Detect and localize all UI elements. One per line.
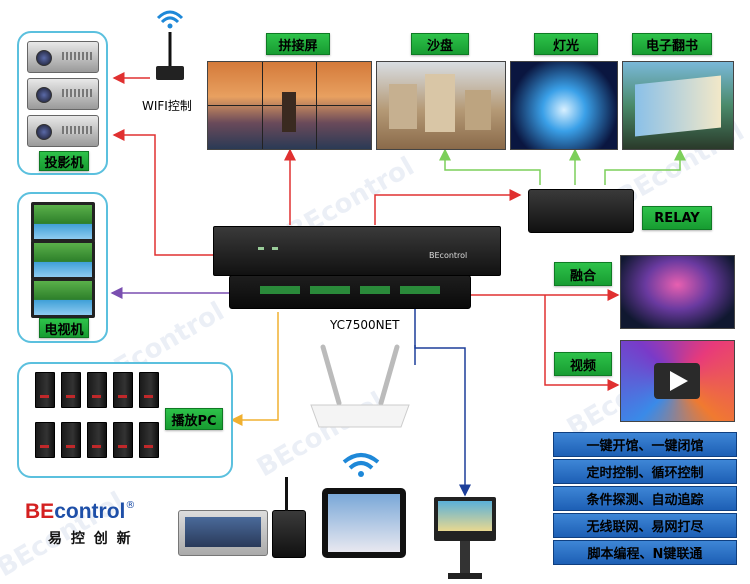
relay-device — [528, 189, 634, 233]
pc-panel: 播放PC — [17, 362, 233, 478]
device-to-relay-arrow — [374, 189, 522, 225]
tv-icon — [31, 278, 95, 318]
pc-tower-icon — [113, 372, 133, 408]
pc-tower-icon — [35, 372, 55, 408]
tv-label: 电视机 — [39, 318, 89, 338]
tv-icon — [31, 240, 95, 280]
brand-logo: BEcontrol® — [25, 500, 135, 524]
controller-front-panel: BEcontrol — [213, 226, 501, 276]
ebook-image — [622, 61, 734, 150]
relay-label: RELAY — [642, 206, 712, 230]
splice-label: 拼接屏 — [266, 33, 330, 55]
fusion-image — [620, 255, 735, 329]
pc-tower-icon — [61, 372, 81, 408]
device-to-pc-arrow — [230, 312, 279, 426]
device-to-projector-arrow — [112, 129, 235, 256]
video-label: 视频 — [554, 352, 612, 376]
feature-item: 条件探测、自动追踪 — [553, 486, 737, 511]
relay-to-ebook-arrow — [604, 148, 686, 185]
feature-item: 一键开馆、一键闭馆 — [553, 432, 737, 457]
pc-tower-icon — [139, 372, 159, 408]
controller-rear-panel — [229, 275, 471, 309]
ebook-label: 电子翻书 — [632, 33, 712, 55]
projector-icon — [27, 78, 99, 110]
tablet-icon — [322, 488, 406, 558]
feature-item: 无线联网、易网打尽 — [553, 513, 737, 538]
tv-icon — [31, 202, 95, 242]
logo-subtitle: 易 控 创 新 — [48, 531, 133, 547]
sandtable-image — [376, 61, 506, 150]
router-icon — [310, 344, 410, 428]
pc-tower-icon — [87, 422, 107, 458]
fusion-label: 融合 — [554, 262, 612, 286]
device-model-label: YC7500NET — [330, 318, 400, 332]
projector-icon — [27, 115, 99, 147]
pc-tower-icon — [35, 422, 55, 458]
tv-panel: 电视机 — [17, 192, 108, 343]
pc-label: 播放PC — [165, 408, 223, 430]
splice-screen-image — [207, 61, 372, 150]
wireless-receiver-icon — [272, 477, 306, 558]
pc-tower-icon — [87, 372, 107, 408]
logo-be: BE — [25, 500, 55, 523]
pc-tower-icon — [61, 422, 81, 458]
wifi-label: WIFI控制 — [142, 99, 192, 113]
lighting-label: 灯光 — [534, 33, 598, 55]
touch-panel-icon — [178, 510, 268, 556]
logo-control: control — [54, 500, 126, 523]
video-image — [620, 340, 735, 422]
kiosk-icon — [434, 497, 496, 579]
device-to-kiosk-arrow — [414, 305, 471, 497]
projector-label: 投影机 — [39, 151, 89, 171]
feature-item: 脚本编程、N键联通 — [553, 540, 737, 565]
device-to-video-arrow — [544, 295, 620, 391]
projector-panel: 投影机 — [17, 31, 108, 175]
sandtable-label: 沙盘 — [411, 33, 469, 55]
wifi-antenna-icon — [156, 10, 184, 80]
pc-tower-icon — [113, 422, 133, 458]
relay-to-sandtable-arrow — [439, 148, 541, 185]
projector-icon — [27, 41, 99, 73]
lighting-image — [510, 61, 618, 150]
logo-registered: ® — [125, 500, 136, 511]
wifi-signal-icon — [342, 453, 380, 477]
feature-item: 定时控制、循环控制 — [553, 459, 737, 484]
pc-tower-icon — [139, 422, 159, 458]
controller-brand: BEcontrol — [429, 251, 468, 260]
